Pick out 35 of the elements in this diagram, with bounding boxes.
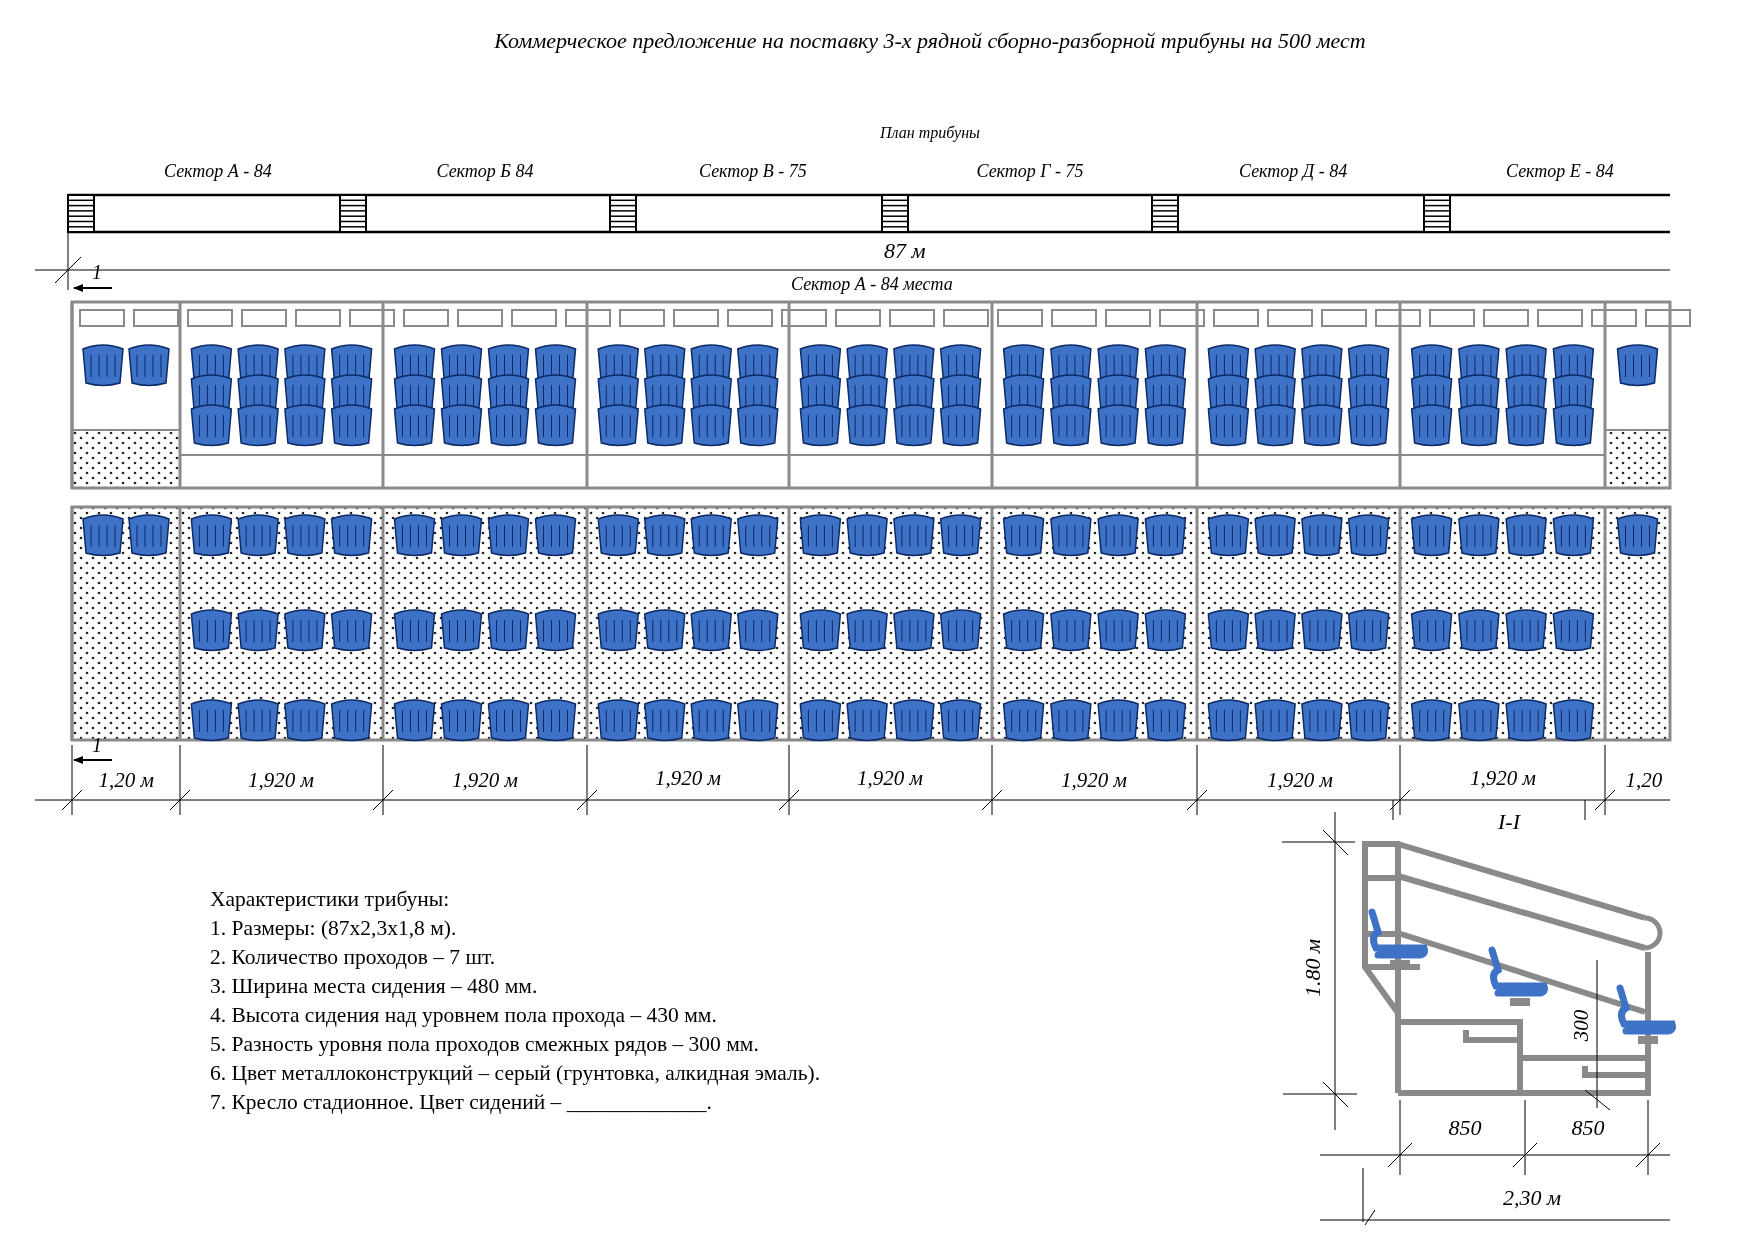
- characteristic-text: 6. Цвет металлоконструкций – серый (грунтовка, алкидная эмаль).: [210, 1062, 821, 1086]
- sector-label: Сектор Д - 84: [1239, 162, 1348, 182]
- section-mark-label: 1: [92, 734, 102, 756]
- section-label: I-I: [1498, 810, 1520, 835]
- dimension-label: 87 м: [884, 239, 926, 264]
- dimension-label: 1,920 м: [857, 766, 923, 790]
- dimension-label: 300: [1570, 1009, 1594, 1041]
- dimension-label: 1.80 м: [1300, 939, 1326, 998]
- sector-label: Сектор Г - 75: [976, 162, 1084, 182]
- sector-label: Сектор А - 84: [164, 162, 272, 182]
- characteristic-text: 5. Разность уровня пола проходов смежных рядов – 300 мм.: [210, 1033, 759, 1057]
- characteristic-text: 7. Кресло стадионное. Цвет сидений – _____________.: [210, 1091, 712, 1115]
- sector-label: Сектор Е - 84: [1506, 162, 1614, 182]
- plan-heading: План трибуны: [880, 124, 980, 142]
- dimension-label: 850: [1571, 1116, 1605, 1141]
- dimension-label: 850: [1448, 1116, 1482, 1141]
- dimension-label: 1,920 м: [248, 768, 314, 792]
- sector-label: Сектор А - 84 места: [791, 275, 953, 295]
- dimension-label: 1,20: [1625, 768, 1663, 792]
- title: Коммерческое предложение на поставку 3-х рядной сборно-разборной трибуны на 500 мест: [493, 27, 1367, 55]
- dimension-label: 1,920 м: [1061, 768, 1127, 792]
- sector-label: Сектор Б 84: [436, 162, 534, 182]
- sector-label: Сектор В - 75: [699, 162, 807, 182]
- dimension-label: 1,920 м: [1267, 768, 1333, 792]
- dimension-label: 1,920 м: [655, 766, 721, 790]
- characteristic-text: 4. Высота сидения над уровнем пола прохода – 430 мм.: [210, 1004, 717, 1028]
- dimension-label: 1,20 м: [98, 768, 154, 792]
- section-mark-label: 1: [92, 261, 102, 283]
- dimension-label: 1,920 м: [452, 768, 518, 792]
- characteristic-text: Характеристики трибуны:: [210, 888, 450, 912]
- characteristic-text: 2. Количество проходов – 7 шт.: [210, 946, 496, 970]
- characteristic-text: 3. Ширина места сидения – 480 мм.: [210, 975, 538, 999]
- dimension-label: 1,920 м: [1470, 766, 1536, 790]
- dimension-label: 2,30 м: [1503, 1186, 1562, 1211]
- characteristic-text: 1. Размеры: (87х2,3х1,8 м).: [210, 917, 457, 941]
